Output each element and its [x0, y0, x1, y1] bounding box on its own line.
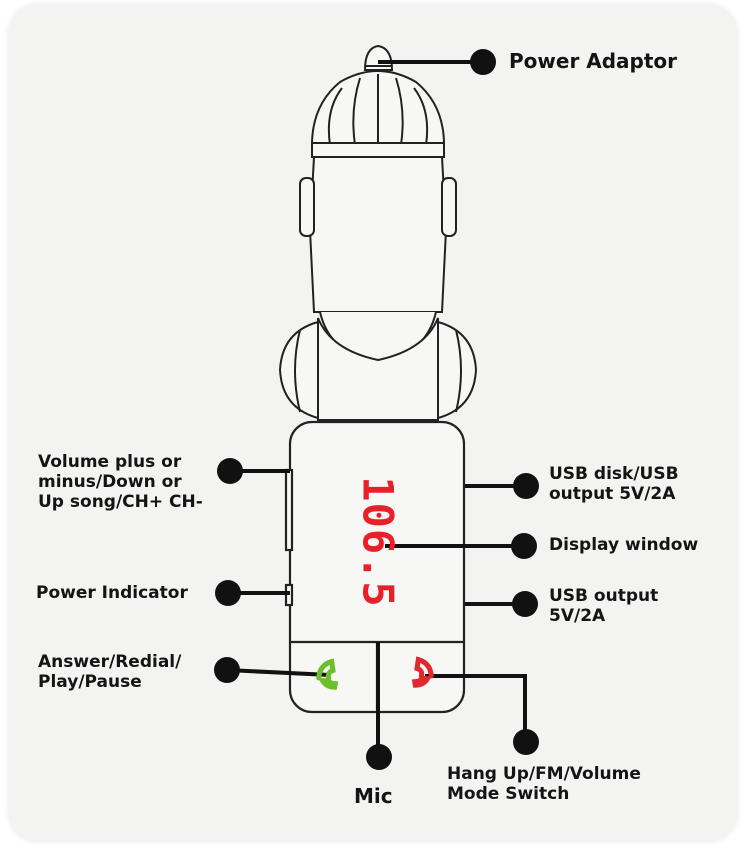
adapter-tip: [363, 44, 394, 71]
adapter-cap: [310, 70, 446, 158]
leader-dots: [214, 49, 539, 770]
adapter-body: [299, 156, 457, 313]
label-answer-redial: Answer/Redial/ Play/Pause: [38, 652, 182, 692]
phone-hangup-icon[interactable]: [403, 656, 436, 693]
label-power-adaptor: Power Adaptor: [509, 49, 678, 73]
label-mic: Mic: [354, 784, 393, 808]
label-display-window: Display window: [549, 535, 699, 555]
adapter-neck: [278, 311, 478, 421]
label-usb-output: USB output 5V/2A: [549, 586, 659, 626]
label-usb-disk: USB disk/USB output 5V/2A: [549, 464, 679, 504]
label-power-indicator: Power Indicator: [36, 583, 188, 603]
phone-answer-icon[interactable]: [314, 658, 347, 695]
label-volume-controls: Volume plus or minus/Down or Up song/CH+…: [38, 452, 203, 512]
label-hang-up: Hang Up/FM/Volume Mode Switch: [447, 764, 641, 804]
display-readout: 106.5: [354, 476, 403, 607]
